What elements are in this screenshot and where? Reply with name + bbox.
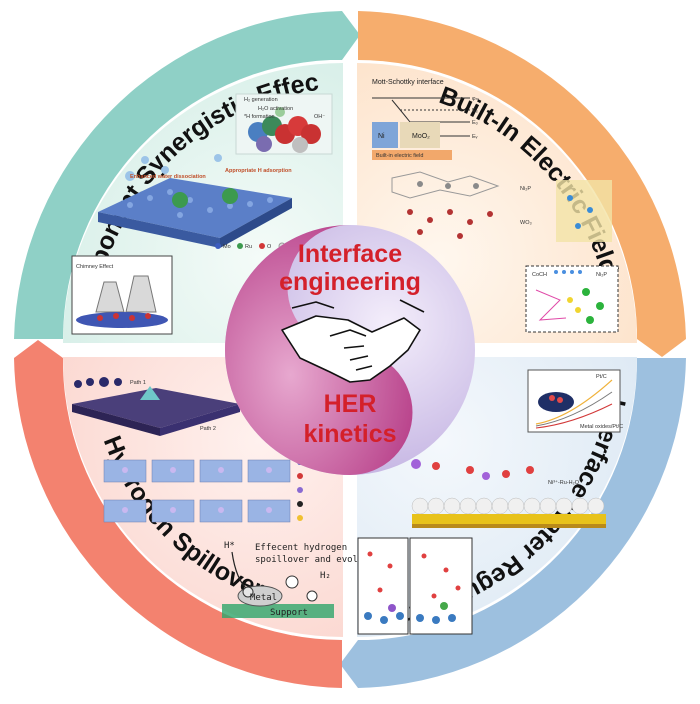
label-wo3: WO₃ — [520, 220, 532, 226]
label-band-ev: Eᵥ — [472, 134, 478, 140]
label-built-in-electric-field-bar: Built-in electric field — [376, 153, 423, 159]
label-effecent-hydrogen: Effecent hydrogen — [255, 543, 347, 553]
catalyst-cluster-figure: H₂ generation H₂O activation *H formatio… — [235, 93, 333, 155]
label-band-ef: Eₑ — [472, 108, 478, 114]
panel-built-in-electric-field: Mott-Schottky interface Ni MoO₂ Built-in… — [372, 79, 619, 333]
center-title-line2: engineering — [279, 268, 421, 296]
cochi-ni2p-figure: CoCH Ni₂P — [525, 265, 619, 333]
spillover-legend-dots — [297, 459, 303, 521]
label-moo2: MoO₂ — [412, 133, 430, 140]
mott-schottky-diagram: Mott-Schottky interface Ni MoO₂ Built-in… — [372, 79, 480, 160]
label-ni2p-lower: Ni₂P — [596, 272, 607, 278]
label-appropriate-h-adsorption: Appropriate H adsorption — [225, 168, 292, 174]
pt-c-plot: Pt/C Metal oxides/Pt/C — [527, 369, 623, 433]
legend-ru: Ru — [245, 244, 252, 250]
label-ni2p-upper: Ni₂P — [520, 186, 531, 192]
spillover-steps-grid — [103, 459, 303, 523]
legend-o: O — [267, 244, 272, 250]
crystal-structure-figure: Ni₂P WO₃ — [391, 171, 612, 242]
label-path-1: Path 1 — [130, 380, 146, 386]
ring-segment-top-left — [14, 11, 360, 339]
label-h-formation: *H formation — [244, 114, 275, 120]
ring-segment-bottom-left — [14, 340, 342, 688]
label-support: Support — [270, 608, 308, 618]
label-chimney-effect: Chimney Effect — [76, 264, 114, 270]
panel-interface-water-regulation: Pt/C Metal oxides/Pt/C Ni³⁺-Ru-H₂O — [357, 369, 623, 635]
label-path-2: Path 2 — [200, 426, 216, 432]
center-badge: Interface engineering HER kinetics — [225, 225, 475, 475]
label-coch: CoCH — [532, 272, 547, 278]
ring-segment-top-right — [358, 11, 686, 357]
chimney-effect-figure: Chimney Effect — [71, 255, 173, 335]
label-band-phi-m: φₘ — [472, 96, 480, 102]
center-subtitle-line1: HER — [324, 390, 377, 418]
label-metal-oxides-pt-c: Metal oxides/Pt/C — [580, 424, 623, 430]
spillover-surface-figure: Path 1 Path 2 — [72, 377, 240, 436]
ring-segment-bottom-right — [340, 358, 686, 688]
label-pt-c: Pt/C — [596, 374, 607, 380]
label-mott-schottky-interface: Mott-Schottky interface — [372, 79, 444, 86]
legend-mo: Mo — [223, 244, 231, 250]
label-h-star: H* — [224, 541, 235, 551]
panel-hydrogen-spillover: Path 1 Path 2 H* Effecent h — [72, 377, 385, 618]
md-snapshot-figure — [357, 537, 473, 635]
metal-support-schematic: H* Effecent hydrogen spoillover and evol… — [222, 541, 385, 618]
label-ni: Ni — [378, 133, 385, 140]
label-metal: Metal — [250, 593, 277, 603]
label-band-ec: Eₒ — [472, 120, 478, 126]
label-h2: H₂ — [320, 571, 331, 581]
panel-bicomponent: H₂ generation H₂O activation *H formatio… — [71, 93, 333, 335]
label-h2-generation: H₂ generation — [244, 97, 278, 103]
label-oh: OH⁻ — [314, 114, 325, 120]
water-layer-figure: Ni³⁺-Ru-H₂O — [411, 459, 606, 528]
nanosheet-figure: Enhanced water dissociation Appropriate … — [98, 154, 292, 250]
center-subtitle-line2: kinetics — [303, 420, 396, 448]
label-ni-ru-h2o: Ni³⁺-Ru-H₂O — [548, 479, 580, 486]
label-h2o-activation: H₂O activation — [258, 106, 293, 112]
handshake-icon — [281, 299, 425, 383]
label-enhanced-water-dissociation: Enhanced water dissociation — [130, 174, 206, 180]
center-title-line1: Interface — [298, 240, 402, 268]
label-spoillover-and-evolution: spoillover and evolution — [255, 555, 385, 565]
